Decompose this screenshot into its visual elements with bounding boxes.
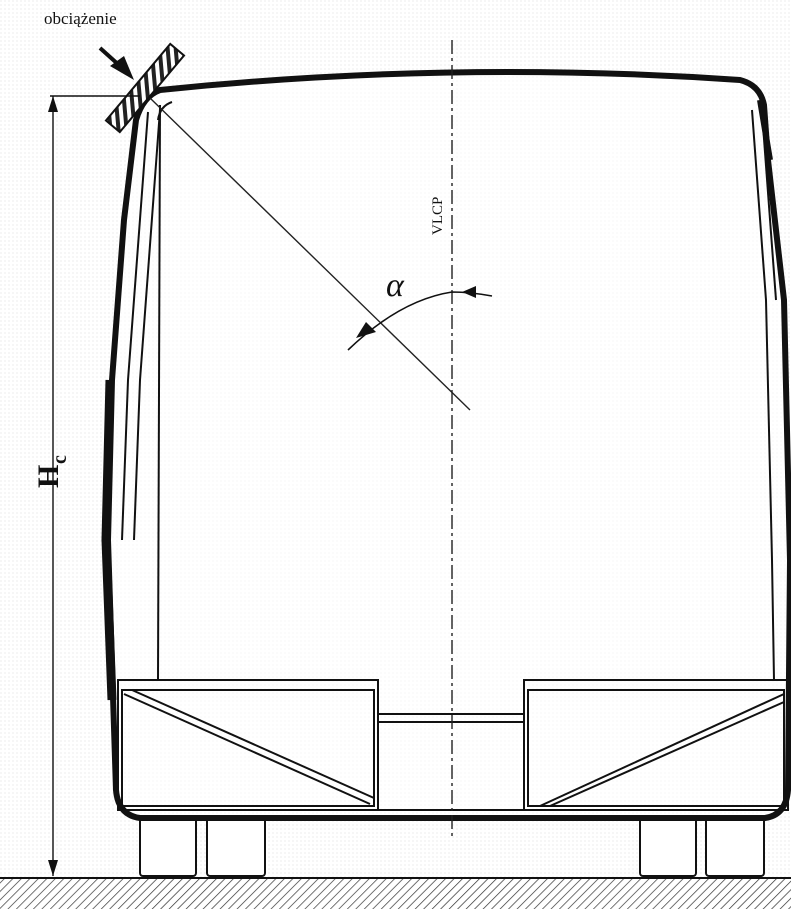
load-bar: [104, 42, 186, 134]
load-direction-line: [149, 97, 471, 411]
height-dimension: [48, 95, 140, 876]
height-label-main: H: [32, 465, 65, 488]
angle-arrow-left: [356, 322, 376, 338]
height-label-sub: c: [49, 455, 71, 464]
angle-label: α: [386, 267, 405, 304]
left-side-panel: [101, 379, 117, 701]
lower-structure: [117, 679, 789, 811]
wheel-right-inner: [639, 817, 697, 877]
ground: [0, 877, 791, 909]
wheel-right-outer: [705, 817, 765, 877]
bus-body-outline: [105, 69, 791, 821]
left-pillar: [121, 101, 173, 681]
center-plane-label: VLCP: [430, 197, 446, 235]
load-label: obciążenie: [44, 9, 117, 28]
right-roof-corner: [757, 99, 773, 161]
height-label: H c: [32, 455, 71, 488]
angle-arc: [347, 286, 493, 351]
wheel-left-outer: [139, 817, 197, 877]
load-arrow: [98, 46, 134, 80]
wheel-left-inner: [206, 817, 266, 877]
angle-arrow-right: [462, 286, 476, 298]
